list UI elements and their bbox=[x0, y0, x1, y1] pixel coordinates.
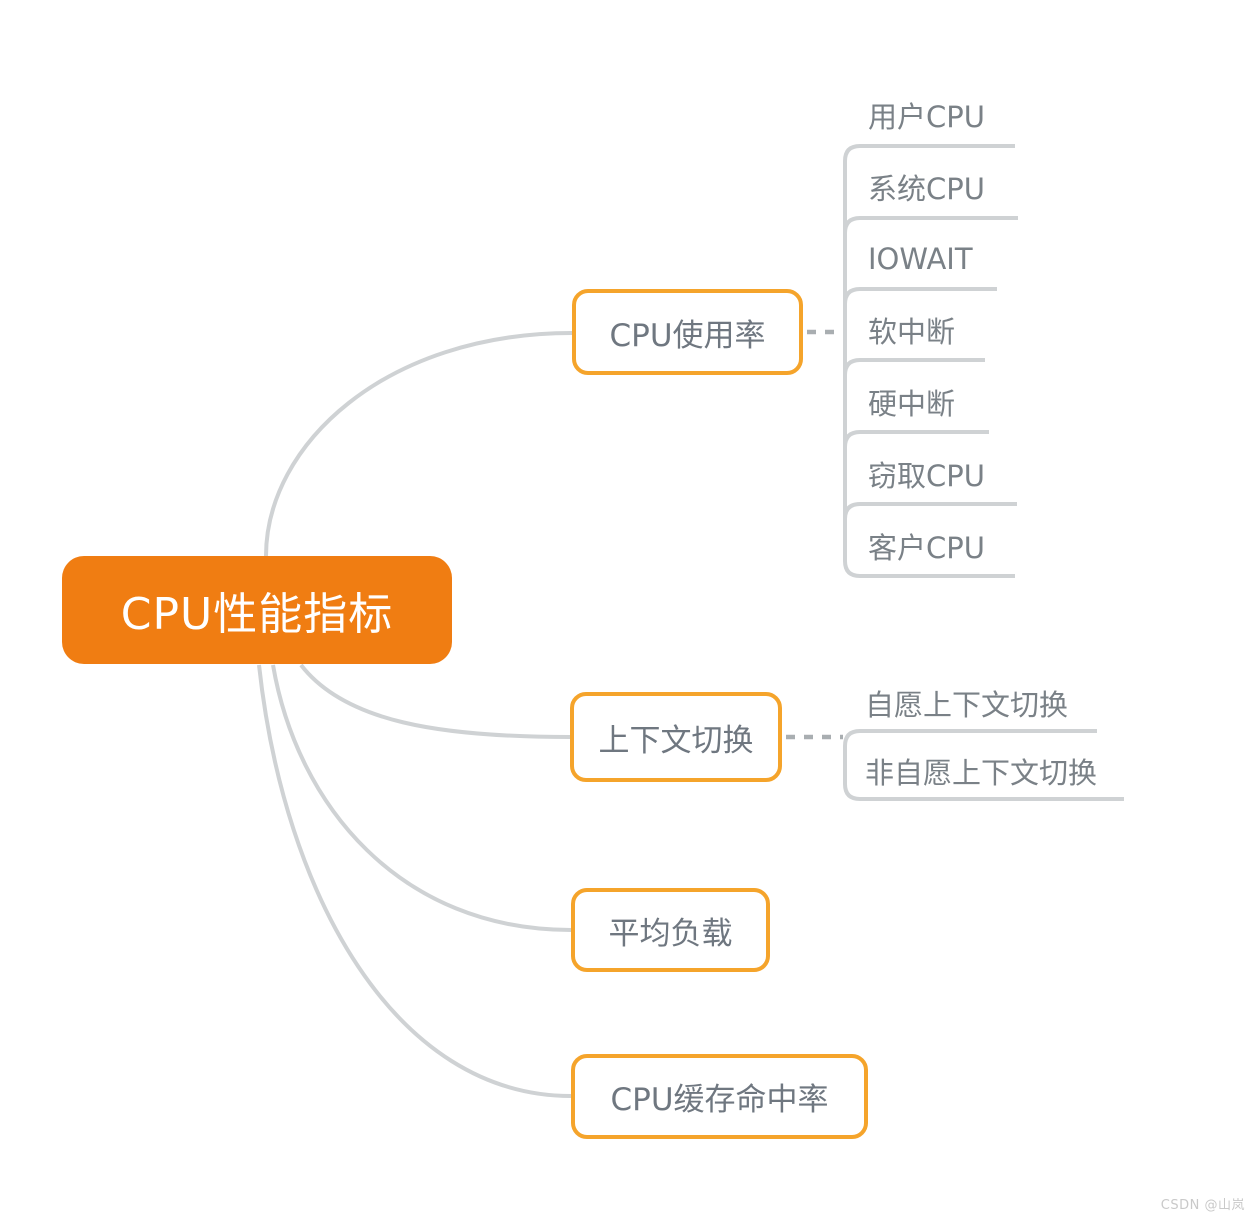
branch-curve-load-average bbox=[271, 664, 572, 932]
watermark: CSDN @山岚 bbox=[1160, 1198, 1245, 1213]
subtopic-tree-cpu-usage bbox=[843, 144, 1015, 578]
subtopic-iowait[interactable]: IOWAIT bbox=[868, 242, 973, 276]
branch-curve-cpu-usage bbox=[264, 331, 573, 557]
topic-cache-hit-rate[interactable]: CPU缓存命中率 bbox=[571, 1054, 868, 1139]
subtopic-underline-hardirq bbox=[843, 430, 989, 448]
subtopic-involuntary-context-switch[interactable]: 非自愿上下文切换 bbox=[865, 756, 1098, 790]
branch-curve-cache-hit-rate bbox=[257, 664, 572, 1098]
topic-cpu-usage[interactable]: CPU使用率 bbox=[572, 289, 803, 375]
topic-context-switch[interactable]: 上下文切换 bbox=[570, 692, 782, 782]
subtopic-underline-softirq bbox=[843, 358, 985, 376]
subtopic-user-cpu[interactable]: 用户CPU bbox=[868, 100, 985, 134]
topic-load-average[interactable]: 平均负载 bbox=[571, 888, 770, 972]
subtopic-underline-iowait bbox=[843, 287, 997, 305]
subtopic-underline-system-cpu bbox=[843, 216, 1018, 234]
branch-curve-context-switch bbox=[299, 663, 571, 739]
subtopic-underline-steal-cpu bbox=[843, 502, 1017, 520]
subtopic-softirq[interactable]: 软中断 bbox=[868, 315, 956, 349]
root-topic[interactable]: CPU性能指标 bbox=[62, 556, 452, 664]
subtopic-system-cpu[interactable]: 系统CPU bbox=[868, 172, 985, 206]
subtopic-steal-cpu[interactable]: 窃取CPU bbox=[868, 459, 985, 493]
subtopic-voluntary-context-switch[interactable]: 自愿上下文切换 bbox=[865, 688, 1069, 722]
subtopic-guest-cpu[interactable]: 客户CPU bbox=[868, 531, 985, 565]
subtopic-hardirq[interactable]: 硬中断 bbox=[868, 387, 956, 421]
